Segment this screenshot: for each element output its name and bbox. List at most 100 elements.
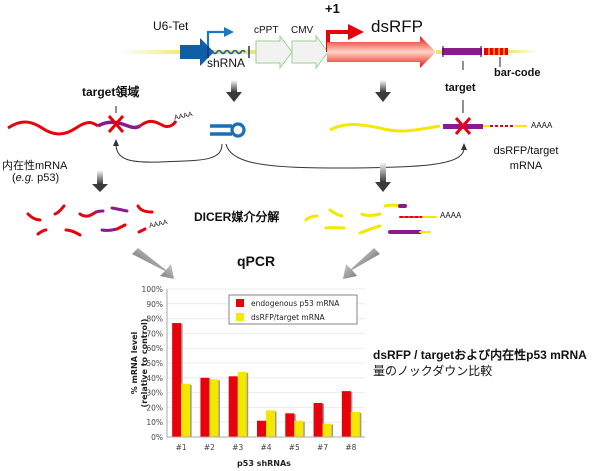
reporter-cleavage-x-icon xyxy=(454,117,472,135)
bar-endogenous-3 xyxy=(228,376,238,437)
x-tick-label: #8 xyxy=(345,443,356,452)
arrow-down-endogenous-icon xyxy=(92,184,108,192)
cppt-element xyxy=(255,34,293,70)
legend-label-endogenous: endogenous p53 mRNA xyxy=(251,299,340,308)
arrow-down-reporter-shaft xyxy=(380,80,386,92)
arrow-down-shrna-shaft xyxy=(231,80,237,92)
shrna-cassette xyxy=(208,49,246,55)
chart-y-tick-labels: 0% 10% 20% 30% 40% 50% 60% 70% 80% 90% 100% xyxy=(142,285,163,442)
bar-reporter-8 xyxy=(350,411,360,437)
cleavage-x-icon xyxy=(107,115,125,133)
reporter-polya-label: AAAA xyxy=(531,121,553,130)
arrow-down-reporter2-shaft xyxy=(380,162,386,182)
shrna-hairpin-icon xyxy=(210,122,246,138)
arrow-down-shrna-icon xyxy=(226,92,242,102)
bar-reporter-5 xyxy=(294,420,304,437)
legend-swatch-reporter xyxy=(236,313,244,321)
endogenous-mrna xyxy=(7,106,178,136)
arrow-down-endogenous-shaft xyxy=(97,170,103,184)
y-tick-label: 10% xyxy=(146,418,163,427)
bar-endogenous-5 xyxy=(285,413,295,437)
bar-endogenous-7 xyxy=(313,402,323,437)
target-region-strand xyxy=(97,120,141,130)
x-tick-label: #2 xyxy=(204,443,215,452)
y-tick-label: 40% xyxy=(146,374,163,383)
endogenous-example-label: (e.g. p53) xyxy=(12,172,59,184)
x-tick-label: #7 xyxy=(317,443,328,452)
bar-reporter-7 xyxy=(322,423,332,437)
u6-tet-label: U6-Tet xyxy=(153,19,189,33)
x-tick-label: #1 xyxy=(176,443,187,452)
barcode-label: bar-code xyxy=(494,67,541,79)
barcode-stripes xyxy=(488,48,505,55)
chart-x-axis-label: p53 shRNAs xyxy=(237,459,291,468)
x-tick-label: #3 xyxy=(232,443,243,452)
paren-open: ( xyxy=(12,172,16,184)
bar-reporter-1 xyxy=(181,383,191,437)
bar-endogenous-8 xyxy=(341,391,351,437)
vector-backbone-right xyxy=(508,50,538,53)
dsrfp-label: dsRFP xyxy=(371,17,423,36)
dsrfp-gene-arrow xyxy=(327,36,436,68)
cmv-label: CMV xyxy=(291,25,314,36)
dicer-label: DICER媒介分解 xyxy=(194,210,280,224)
shrna-to-reporter-arrowhead-icon xyxy=(461,143,467,150)
u6-tss-arrowhead-icon xyxy=(224,27,234,37)
linker xyxy=(436,50,442,54)
shrna-to-reporter-arrow xyxy=(225,143,465,169)
bar-endogenous-4 xyxy=(257,420,266,437)
y-tick-label: 50% xyxy=(146,359,163,368)
barcode-block xyxy=(484,48,508,55)
qpcr-label: qPCR xyxy=(237,253,276,269)
bar-endogenous-1 xyxy=(172,323,182,437)
legend-label-reporter: dsRFP/target mRNA xyxy=(251,313,326,322)
target-label: target xyxy=(445,82,476,94)
x-tick-label: #5 xyxy=(289,443,300,452)
cmv-promoter xyxy=(291,34,329,70)
bar-reporter-4 xyxy=(266,410,275,437)
y-tick-label: 90% xyxy=(146,300,163,309)
legend-swatch-endogenous xyxy=(236,299,244,307)
target-region-label: target領域 xyxy=(82,85,140,99)
reporter-fragments xyxy=(304,203,437,235)
u6-tet-promoter-arrow xyxy=(180,38,214,66)
y-tick-label: 100% xyxy=(142,285,163,294)
arrow-down-reporter2-icon xyxy=(375,182,391,192)
mrna-strand-right xyxy=(139,119,178,128)
y-tick-label: 30% xyxy=(146,389,163,398)
x-tick-label: #4 xyxy=(260,443,271,452)
reporter-mrna-label-line2: mRNA xyxy=(509,160,543,172)
bar-reporter-3 xyxy=(237,371,247,437)
arrow-down-reporter-icon xyxy=(375,92,391,102)
chart-y-axis-label-line2: (relative to control) xyxy=(140,319,149,408)
mrna-strand-left xyxy=(7,120,99,136)
y-tick-label: 0% xyxy=(151,433,163,442)
plus-one-label: +1 xyxy=(325,1,340,16)
endogenous-mrna-label: 内在性mRNA xyxy=(2,160,68,172)
chart-x-tick-labels: #1 #2 #3 #4 #5 #7 #8 xyxy=(176,443,357,452)
target-sequence-block xyxy=(442,48,482,55)
cmv-tss-arrowhead-icon xyxy=(348,24,364,40)
endogenous-fragments xyxy=(26,204,154,237)
y-tick-label: 20% xyxy=(146,403,163,412)
shrna-to-endogenous-arrow xyxy=(115,143,223,163)
reporter-mrna xyxy=(329,100,527,135)
chart-bars xyxy=(172,323,362,437)
chart-y-axis-label-line1: % mRNA level xyxy=(130,331,139,394)
y-tick-label: 60% xyxy=(146,344,163,353)
example-gene: p53) xyxy=(34,172,60,184)
bar-endogenous-2 xyxy=(200,377,210,437)
arrow-diagonal-left-icon xyxy=(132,248,174,279)
bar-reporter-2 xyxy=(209,379,219,437)
y-tick-label: 70% xyxy=(146,329,163,338)
reporter-mrna-label-line1: dsRFP/target xyxy=(493,145,559,157)
lentiviral-construct xyxy=(120,24,538,70)
shrna-label: shRNA xyxy=(207,56,246,70)
y-tick-label: 80% xyxy=(146,315,163,324)
example-abbrev: e.g. xyxy=(15,172,35,184)
knockdown-bar-chart: 0% 10% 20% 30% 40% 50% 60% 70% 80% 90% 100% #1 #2 #3… xyxy=(130,285,365,468)
caption-line2: 量のノックダウン比較 xyxy=(373,364,493,378)
cppt-label: cPPT xyxy=(254,25,279,36)
chart-legend: endogenous p53 mRNA dsRFP/target mRNA xyxy=(228,294,358,325)
